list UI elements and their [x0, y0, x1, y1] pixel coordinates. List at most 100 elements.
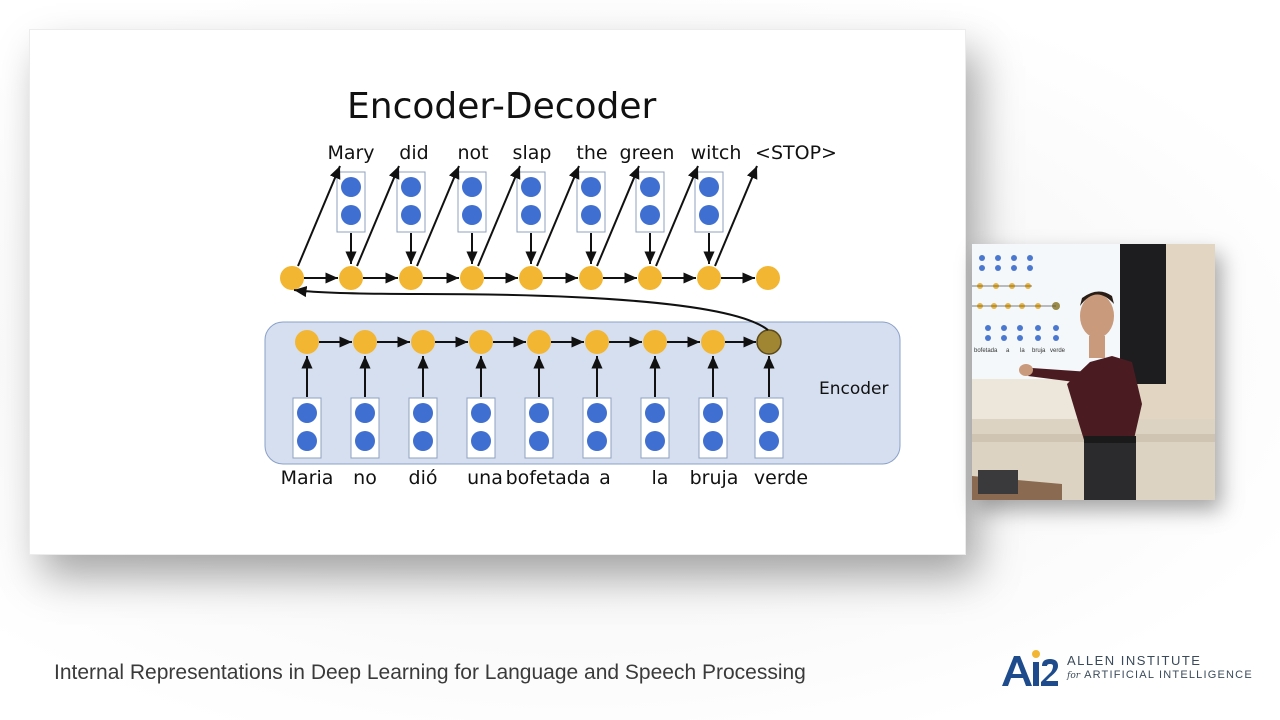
- decoder-output-word: <STOP>: [755, 142, 837, 164]
- screen-word: a: [1006, 348, 1010, 354]
- screen-word: verde: [1050, 348, 1066, 354]
- embedding-dot: [640, 177, 660, 197]
- screen-word: bruja: [1032, 348, 1046, 354]
- encoder-input-embedding: [698, 397, 728, 459]
- screen-word: la: [1020, 348, 1025, 354]
- encoder-input-word: dió: [409, 467, 438, 489]
- embedding-dot: [645, 403, 665, 423]
- encoder-input-word: a: [599, 467, 611, 489]
- encoder-node: [643, 330, 667, 354]
- encoder-final-state: [756, 329, 782, 355]
- decoder-input-embedding: [635, 171, 665, 233]
- embedding-dot: [640, 205, 660, 225]
- embedding-dot: [703, 431, 723, 451]
- decoder-output-arrow: [297, 165, 341, 267]
- talk-title: Internal Representations in Deep Learnin…: [54, 661, 806, 684]
- decoder-output-arrow: [714, 165, 758, 267]
- speaker-video-frame: bofetada a la bruja verde: [972, 244, 1215, 500]
- embedding-dot: [355, 431, 375, 451]
- embedding-dot: [699, 177, 719, 197]
- decoder-node: [697, 266, 721, 290]
- encoder-node: [353, 330, 377, 354]
- encoder-input-word: bofetada: [506, 467, 591, 489]
- embedding-dot: [703, 403, 723, 423]
- encoder-input-word: una: [467, 467, 503, 489]
- embedding-dot: [297, 431, 317, 451]
- embedding-dot: [413, 431, 433, 451]
- decoder-node: [280, 266, 304, 290]
- encoder-node: [295, 330, 319, 354]
- encoder-input-word: la: [652, 467, 669, 489]
- tv-panel: [1120, 244, 1166, 384]
- decoder-output-arrow: [536, 165, 580, 267]
- decoder-output-word: slap: [513, 142, 552, 164]
- embedding-dot: [521, 177, 541, 197]
- embedding-dot: [529, 431, 549, 451]
- presenter: [1019, 291, 1142, 500]
- encoder-input-embedding: [350, 397, 380, 459]
- decoder-node: [579, 266, 603, 290]
- encoder-input-embedding: [292, 397, 322, 459]
- embedding-dot: [355, 403, 375, 423]
- encoder-input-word: bruja: [690, 467, 739, 489]
- decoder-output-arrow: [416, 165, 460, 267]
- embedding-dot: [587, 431, 607, 451]
- decoder-output-word: not: [457, 142, 488, 164]
- embedding-dot: [581, 177, 601, 197]
- decoder-node: [339, 266, 363, 290]
- encoder-input-embedding: [408, 397, 438, 459]
- embedding-dot: [341, 205, 361, 225]
- screen-word: bofetada: [974, 348, 998, 354]
- encoder-input-embedding: [466, 397, 496, 459]
- decoder-input-embedding: [694, 171, 724, 233]
- decoder-output-word: green: [620, 142, 675, 164]
- decoder-output-word: witch: [691, 142, 742, 164]
- encoder-node: [411, 330, 435, 354]
- decoder-input-embedding: [396, 171, 426, 233]
- embedding-dot: [521, 205, 541, 225]
- ai2-logo-mark: [1002, 650, 1058, 686]
- decoder-node: [519, 266, 543, 290]
- decoder-output-word: did: [399, 142, 428, 164]
- encoder-node: [701, 330, 725, 354]
- decoder-node: [460, 266, 484, 290]
- embedding-dot: [401, 205, 421, 225]
- slide: Encoder-Decoder: [30, 30, 965, 554]
- embedding-dot: [471, 403, 491, 423]
- encoder-node: [527, 330, 551, 354]
- embedding-dot: [645, 431, 665, 451]
- decoder-output-arrow: [655, 165, 699, 267]
- embedding-dot: [297, 403, 317, 423]
- decoder-node: [756, 266, 780, 290]
- encoder-node: [585, 330, 609, 354]
- context-arrow: [293, 286, 769, 331]
- encoder-label: Encoder: [819, 379, 889, 399]
- decoder-output-arrow: [596, 165, 640, 267]
- decoder-input-embedding: [457, 171, 487, 233]
- embedding-dot: [401, 177, 421, 197]
- embedding-dot: [587, 403, 607, 423]
- slide-title: Encoder-Decoder: [347, 86, 657, 127]
- decoder-input-embedding: [336, 171, 366, 233]
- embedding-dot: [462, 205, 482, 225]
- decoder-output-word: the: [576, 142, 607, 164]
- embedding-dot: [341, 177, 361, 197]
- encoder-input-embedding: [524, 397, 554, 459]
- decoder-node: [638, 266, 662, 290]
- logo-line1: ALLEN INSTITUTE: [1067, 653, 1202, 668]
- embedding-dot: [759, 431, 779, 451]
- encoder-input-word: no: [353, 467, 377, 489]
- embedding-dot: [529, 403, 549, 423]
- encoder-input-embedding: [582, 397, 612, 459]
- encoder-input-embedding: [640, 397, 670, 459]
- embedding-dot: [699, 205, 719, 225]
- logo-line2-text: ARTIFICIAL INTELLIGENCE: [1084, 669, 1253, 681]
- embedding-dot: [581, 205, 601, 225]
- decoder-output-arrow: [477, 165, 521, 267]
- encoder-input-word: Maria: [281, 467, 334, 489]
